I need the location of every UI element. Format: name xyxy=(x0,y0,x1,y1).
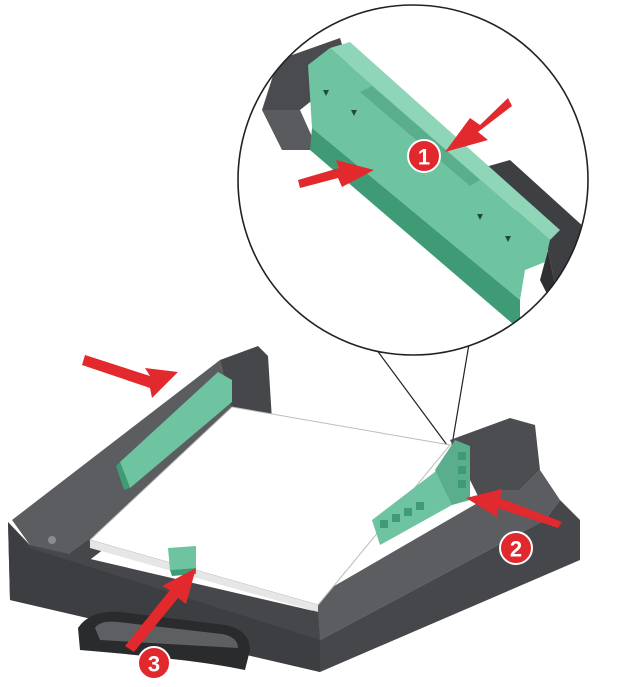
tray-guide-teeth xyxy=(380,452,466,528)
callout-label-2: 2 xyxy=(510,537,522,562)
magnified-tray-wall-shadow xyxy=(262,110,318,150)
magnifier-detail: 1 xyxy=(237,4,589,446)
paper-stack-edge xyxy=(90,540,318,612)
tray-front-guide xyxy=(168,546,196,570)
callout-badge-3: 3 xyxy=(137,646,171,680)
guide-mark-icon xyxy=(477,214,483,220)
callout-badge-2: 2 xyxy=(499,531,533,565)
arrow-slide-left-guide-icon xyxy=(82,355,178,398)
guide-mark-icon xyxy=(351,110,357,116)
magnified-guide-lip xyxy=(330,42,560,240)
callout-label-1: 1 xyxy=(418,145,430,170)
magnified-guide-ridge xyxy=(360,86,480,186)
callout-badge-1: 1 xyxy=(407,139,441,173)
guide-mark-icon xyxy=(323,90,329,96)
tray-right-back xyxy=(450,418,540,500)
arrow-slide-right-guide-icon xyxy=(466,489,562,528)
magnified-guide-edge xyxy=(310,128,520,330)
arrow-squeeze-upper-icon xyxy=(445,98,512,152)
magnifier-pointer-right xyxy=(451,337,471,446)
arrow-squeeze-lower-icon xyxy=(298,160,374,188)
tray-mark-icon xyxy=(48,536,56,544)
magnifier-outline xyxy=(237,4,589,356)
callout-label-3: 3 xyxy=(148,652,160,677)
tray-side-guide-right xyxy=(372,468,452,545)
arrow-slide-front-guide-icon xyxy=(125,568,196,652)
magnified-side-guide xyxy=(308,48,550,300)
tray-side-guide-left xyxy=(120,372,232,488)
guide-mark-icon xyxy=(505,236,511,242)
tray-side-guide-left-edge xyxy=(116,462,130,490)
